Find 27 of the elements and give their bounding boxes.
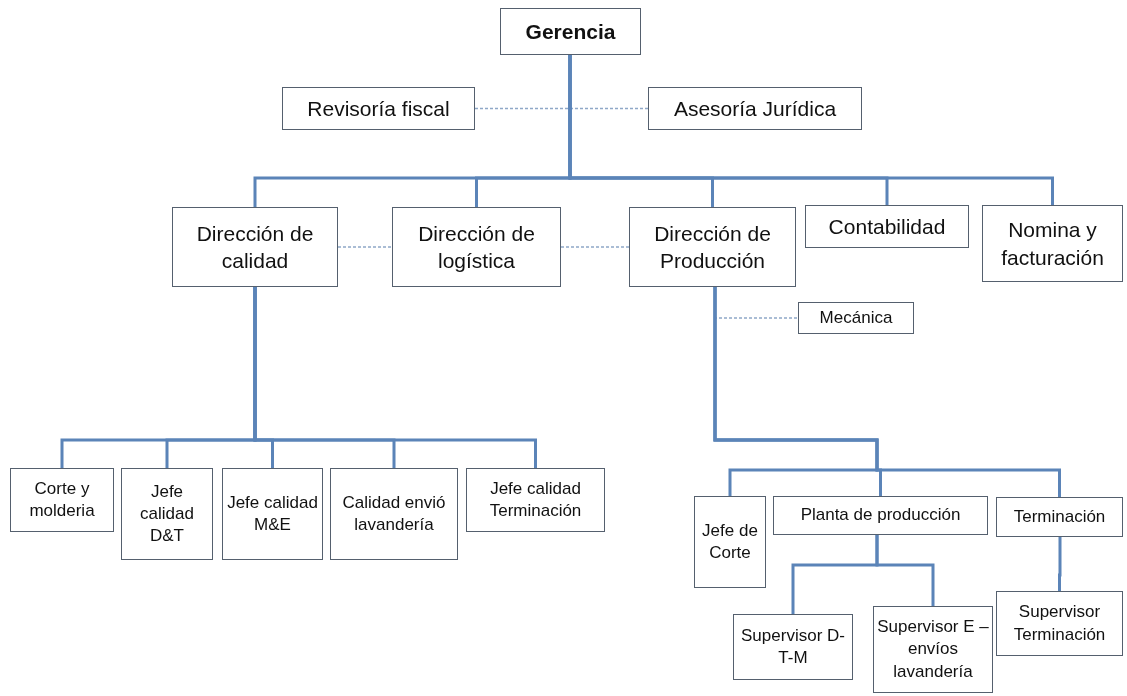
org-box: Supervisor Terminación (996, 591, 1123, 656)
org-box: Asesoría Jurídica (648, 87, 862, 130)
org-box: Contabilidad (805, 205, 969, 248)
org-box: Gerencia (500, 8, 641, 55)
org-box: Supervisor D-T-M (733, 614, 853, 680)
org-box: Dirección de calidad (172, 207, 338, 287)
org-box: Jefe de Corte (694, 496, 766, 588)
org-box: Dirección de logística (392, 207, 561, 287)
org-box: Planta de producción (773, 496, 988, 535)
connector-line (713, 287, 1061, 497)
org-box: Calidad envió lavandería (330, 468, 458, 560)
org-box: Jefe calidad Terminación (466, 468, 605, 532)
connector-line (253, 287, 537, 468)
org-box: Terminación (996, 497, 1123, 537)
connector-line (1058, 537, 1062, 591)
org-box: Jefe calidad M&E (222, 468, 323, 560)
connector-line (875, 535, 935, 606)
dotted-connector (337, 246, 393, 248)
org-box: Revisoría fiscal (282, 87, 475, 130)
org-box: Jefe calidad D&T (121, 468, 213, 560)
org-box: Nomina y facturación (982, 205, 1123, 282)
org-box: Mecánica (798, 302, 914, 334)
org-box: Corte y molderia (10, 468, 114, 532)
dotted-connector (474, 107, 649, 110)
org-box: Supervisor E – envíos lavandería (873, 606, 993, 693)
dotted-connector (560, 246, 630, 248)
org-box: Dirección de Producción (629, 207, 796, 287)
